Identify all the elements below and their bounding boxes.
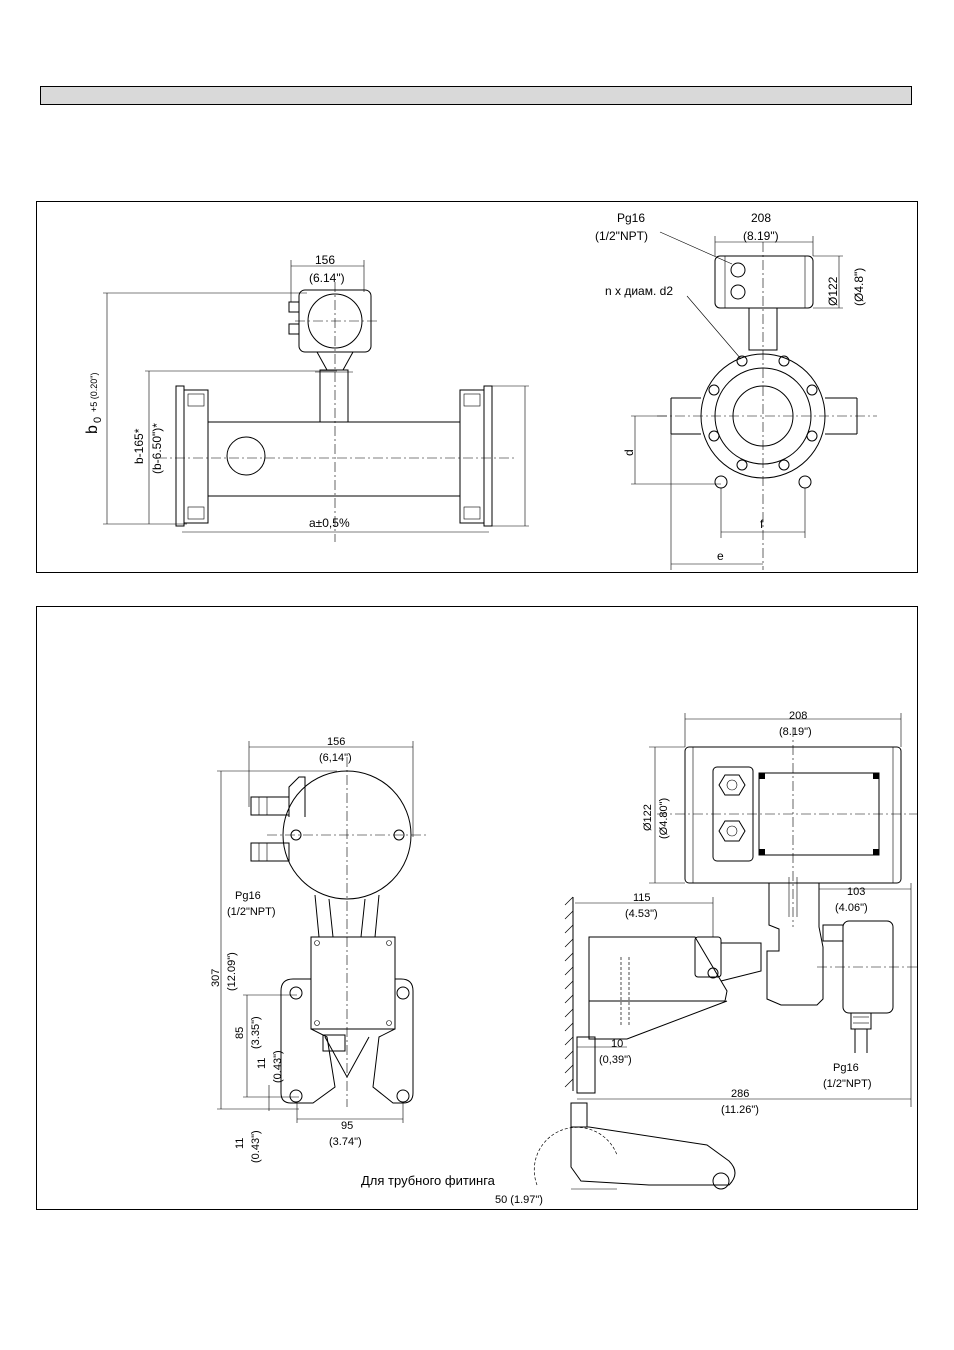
bf-height-in: (12.09") (226, 952, 238, 991)
bs-d115: 115 (633, 892, 651, 904)
dim-e: e (717, 549, 724, 563)
bf-h85-in: (3.35") (250, 1016, 262, 1049)
wall-hatching (564, 896, 574, 1088)
top-drawing-svg: 156 (6.14") b 0 +5 (0.20") b-165* (b-6.5… (84, 211, 877, 570)
converter-side-view (533, 713, 917, 1190)
bf-w95: 95 (341, 1120, 353, 1132)
bf-width-in: (6,14") (319, 752, 352, 764)
flowmeter-side-view (631, 231, 877, 570)
bs-width-mm: 208 (789, 710, 807, 722)
bf-h85: 85 (234, 1027, 246, 1039)
bs-d286-in: (11.26") (721, 1104, 759, 1116)
side-pg16: Pg16 (617, 211, 645, 225)
height-b165: b-165* (132, 428, 146, 464)
dim-d: d (622, 449, 636, 456)
bs-d286: 286 (731, 1088, 749, 1100)
side-width-mm: 208 (751, 211, 771, 225)
bf-h11-in: (0.43") (272, 1050, 284, 1083)
hole-label: n x диам. d2 (605, 284, 673, 298)
bs-d10-in: (0,39") (599, 1054, 632, 1066)
bs-d50: 50 (1.97") (495, 1194, 543, 1206)
bf-h11b-in: (0.43") (250, 1130, 262, 1163)
height-b0-sub: 0 (92, 417, 104, 423)
side-dia-mm: Ø122 (826, 276, 840, 306)
bf-height-mm: 307 (210, 969, 222, 987)
dim-f: f (760, 517, 764, 531)
pipe-fitting-label: Для трубного фитинга (361, 1173, 496, 1188)
bf-npt: (1/2"NPT) (227, 906, 276, 918)
top-drawing-panel: 156 (6.14") b 0 +5 (0.20") b-165* (b-6.5… (36, 201, 918, 573)
bf-w95-in: (3.74") (329, 1136, 362, 1148)
converter-front-view (217, 741, 429, 1123)
height-b165-in: (b-6.50")* (150, 423, 164, 474)
bf-h11: 11 (256, 1058, 268, 1069)
bs-dia-in: (Ø4.80") (658, 798, 670, 839)
bs-d103: 103 (847, 886, 865, 898)
bs-width-in: (8.19") (779, 726, 812, 738)
bs-dia-mm: Ø122 (642, 804, 654, 831)
side-width-in: (8.19") (743, 229, 779, 243)
bs-d103-in: (4.06") (835, 902, 868, 914)
bottom-drawing-panel: 156 (6,14") Pg16 (1/2"NPT) 307 (12.09") … (36, 606, 918, 1210)
front-length: a±0,5% (309, 516, 350, 530)
side-npt: (1/2"NPT) (595, 229, 648, 243)
bf-h11b: 11 (234, 1138, 246, 1149)
bs-d10: 10 (611, 1038, 623, 1050)
bottom-drawing-svg: 156 (6,14") Pg16 (1/2"NPT) 307 (12.09") … (210, 710, 917, 1206)
bs-d115-in: (4.53") (625, 908, 658, 920)
front-width-mm: 156 (315, 253, 335, 267)
side-dia-in: (Ø4.8") (852, 268, 866, 306)
bf-pg16: Pg16 (235, 890, 261, 902)
height-b0-main: b (84, 425, 101, 434)
flowmeter-front-view (103, 260, 529, 542)
bs-npt: (1/2"NPT) (823, 1078, 872, 1090)
front-width-in: (6.14") (309, 271, 345, 285)
section-header-bar (40, 86, 912, 105)
height-b0-tol: +5 (0.20") (89, 373, 99, 412)
bf-width-mm: 156 (327, 736, 345, 748)
bs-pg16: Pg16 (833, 1062, 859, 1074)
